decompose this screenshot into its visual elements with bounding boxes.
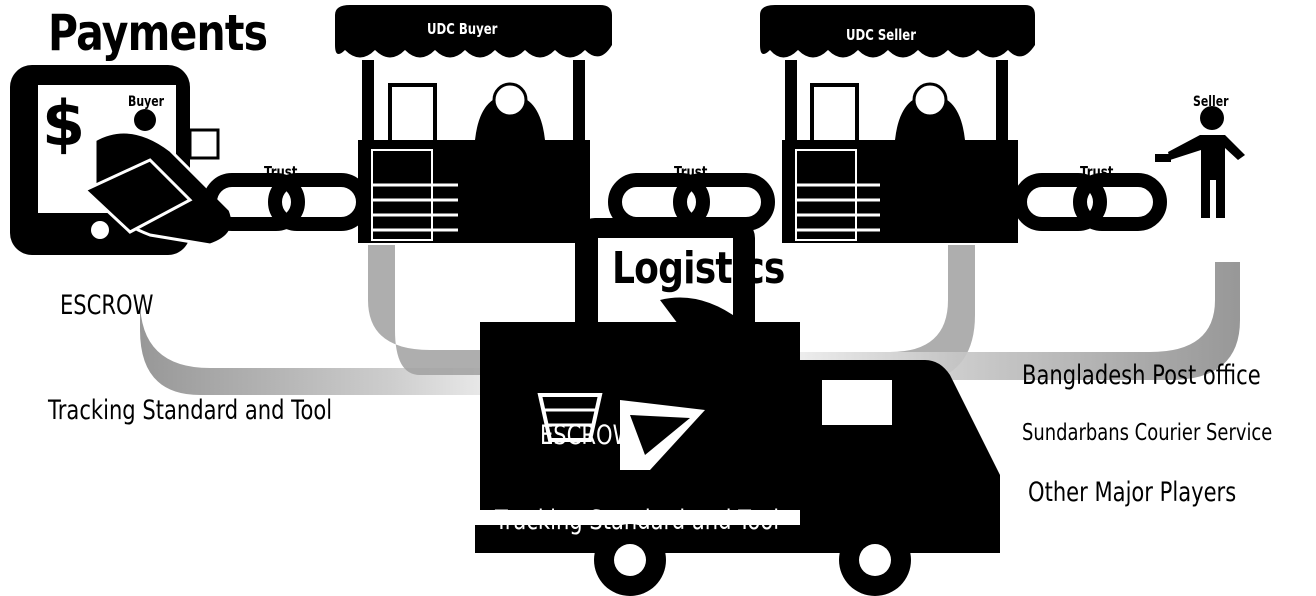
provider-bangladesh-post: Bangladesh Post office [1022,360,1261,391]
udc-buyer-label-2: UDC Buyer [430,56,510,76]
escrow-label: ESCROW [60,290,153,321]
provider-sundarbans-courier: Sundarbans Courier Service [1022,420,1272,446]
provider-other-major-players: Other Major Players [1028,477,1236,508]
udc-buyer-label-1: UDC Buyer [427,20,497,38]
chain-link-left-icon [210,180,363,224]
trust-label-right: Trust [1080,163,1113,181]
logistics-title: Logistics [612,243,785,294]
udc-seller-label-2: UDC Seller [844,60,923,80]
truck-tracking-label: Tracking Standard and Tool [495,505,779,536]
seller-label: Seller [1193,94,1229,110]
svg-text:$: $ [42,87,85,160]
seller-person-icon [1155,106,1245,218]
truck-escrow-label: ESCROW [540,420,633,451]
trust-label-left: Trust [264,163,297,181]
chain-link-right-icon [1020,180,1160,224]
payments-title: Payments [48,4,267,62]
chain-link-middle-icon [615,180,768,224]
tracking-label: Tracking Standard and Tool [48,395,332,426]
buyer-label: Buyer [128,94,164,110]
payments-tablet-icon: $ [10,65,233,255]
udc-buyer-stall-icon [335,5,612,243]
trust-label-middle: Trust [674,163,707,181]
udc-seller-label-1: UDC Seller [846,26,916,44]
